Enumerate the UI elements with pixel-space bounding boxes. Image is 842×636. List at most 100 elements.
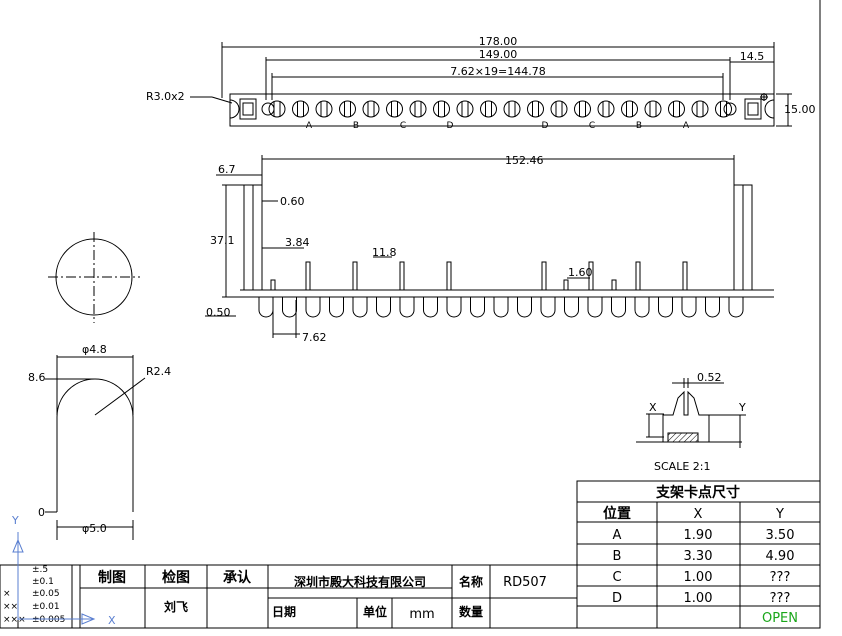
pin-lobe: [517, 297, 532, 318]
clip-detail-text: 0.52 X Y SCALE 2:1: [649, 371, 746, 473]
dim-pin-height: 3.84: [285, 236, 310, 249]
pin-letter: C: [400, 121, 406, 131]
tall-pin: [635, 261, 641, 291]
pin-circle: [362, 100, 380, 118]
side-view: [205, 155, 774, 338]
unit-label: 单位: [363, 604, 387, 619]
tolerance-value: ±0.005: [32, 615, 65, 625]
dim-detail-radius: R2.4: [146, 365, 171, 378]
pin-circle: [527, 100, 544, 118]
table-cell-x: 1.00: [684, 591, 713, 606]
pin-lobe: [446, 297, 462, 318]
table-header-y: Y: [775, 507, 784, 522]
pin-lobe: [470, 297, 485, 318]
tall-pin: [541, 261, 547, 291]
dim-side-overall: 152.46: [505, 154, 544, 167]
tall-pin: [682, 261, 688, 291]
top-view-text: 178.00 149.00 7.62×19=144.78 14.5 15.00 …: [146, 35, 816, 131]
table-cell-x: 1.90: [684, 528, 713, 543]
dim-left-width: 6.7: [218, 163, 236, 176]
top-view: [190, 42, 792, 127]
pin-circle: [480, 100, 497, 118]
qty-label: 数量: [459, 604, 483, 619]
dim-gap: 0.52: [697, 371, 722, 384]
pin-letter: B: [353, 121, 359, 131]
pin-letter: C: [589, 121, 595, 131]
pin-lobe: [658, 297, 673, 318]
pin-circle: [503, 100, 521, 118]
pin-letter: A: [306, 121, 313, 131]
side-view-text: 152.46 6.7 0.60 37.1 3.84 11.8 1.60 0.50…: [206, 154, 593, 344]
dim-detail-height: 8.6: [28, 371, 46, 384]
pin-lobe: [305, 297, 321, 318]
side-pin-group: [258, 261, 744, 318]
pin-lobe: [423, 297, 438, 318]
pin-circle: [668, 100, 685, 118]
pin-letter: D: [542, 121, 549, 131]
dim-pin-thickness: 0.60: [280, 195, 305, 208]
name-value: RD507: [503, 575, 547, 590]
table-header-x: X: [694, 507, 703, 522]
clip-detail: [636, 378, 746, 448]
table-cell-y: ???: [770, 591, 791, 606]
pin-lobe: [493, 297, 509, 318]
tolerance-value: ±0.1: [32, 577, 54, 587]
tall-pin: [352, 261, 358, 291]
circle-view: [48, 232, 140, 323]
pin-lobe: [705, 297, 720, 318]
pin-detail-text: φ4.8 R2.4 8.6 0 φ5.0: [28, 343, 171, 535]
axis-x-label: X: [108, 614, 116, 627]
unit-value: mm: [409, 607, 434, 622]
approved-label: 承认: [223, 569, 252, 586]
pin-lobe: [376, 297, 391, 318]
table-cell-y: ???: [770, 570, 791, 585]
axis-y-label: Y: [11, 514, 19, 527]
pin-circle: [621, 100, 638, 118]
table-cell-position: C: [612, 570, 621, 585]
pin-lobe: [352, 297, 368, 318]
pin-lobe: [282, 297, 297, 318]
pin-circle: [574, 100, 591, 118]
pin-lobe: [681, 297, 697, 318]
table-cell-y: 4.90: [766, 549, 795, 564]
dim-pitch-span: 7.62×19=144.78: [450, 65, 545, 78]
pin-circle: [386, 100, 403, 118]
status-open: OPEN: [762, 611, 798, 626]
date-label: 日期: [272, 604, 296, 619]
pin-detail: [45, 355, 146, 540]
table-header-position: 位置: [603, 505, 631, 522]
pin-circle: [315, 100, 333, 118]
dim-zero: 0: [38, 506, 45, 519]
table-cell-y: 3.50: [766, 528, 795, 543]
dim-side-height: 37.1: [210, 234, 235, 247]
name-label: 名称: [459, 574, 483, 589]
pin-letter: D: [447, 121, 454, 131]
spec-table: [576, 480, 821, 629]
tolerance-value: ±0.05: [32, 589, 60, 599]
checked-label: 检图: [162, 569, 190, 586]
pin-lobe: [611, 297, 626, 318]
short-pin: [563, 279, 569, 291]
table-title: 支架卡点尺寸: [655, 484, 740, 501]
table-cell-x: 1.00: [684, 570, 713, 585]
pin-lobe: [329, 297, 344, 318]
clip-y-label: Y: [738, 401, 746, 414]
dim-radius: R3.0x2: [146, 90, 185, 103]
pin-lobe: [634, 297, 650, 318]
table-cell-position: B: [613, 549, 622, 564]
dim-bottom-width: φ5.0: [82, 522, 107, 535]
pin-circle: [691, 100, 709, 118]
clip-scale: SCALE 2:1: [654, 460, 710, 473]
drawn-label: 制图: [98, 569, 126, 586]
pin-circle: [409, 100, 427, 118]
tolerance-symbol: ×: [3, 589, 11, 599]
company-name: 深圳市殿大科技有限公司: [294, 574, 426, 589]
tolerance-symbol: ××: [3, 602, 18, 612]
pin-lobe: [258, 297, 274, 318]
tall-pin: [588, 261, 594, 291]
pin-lobe: [564, 297, 579, 318]
